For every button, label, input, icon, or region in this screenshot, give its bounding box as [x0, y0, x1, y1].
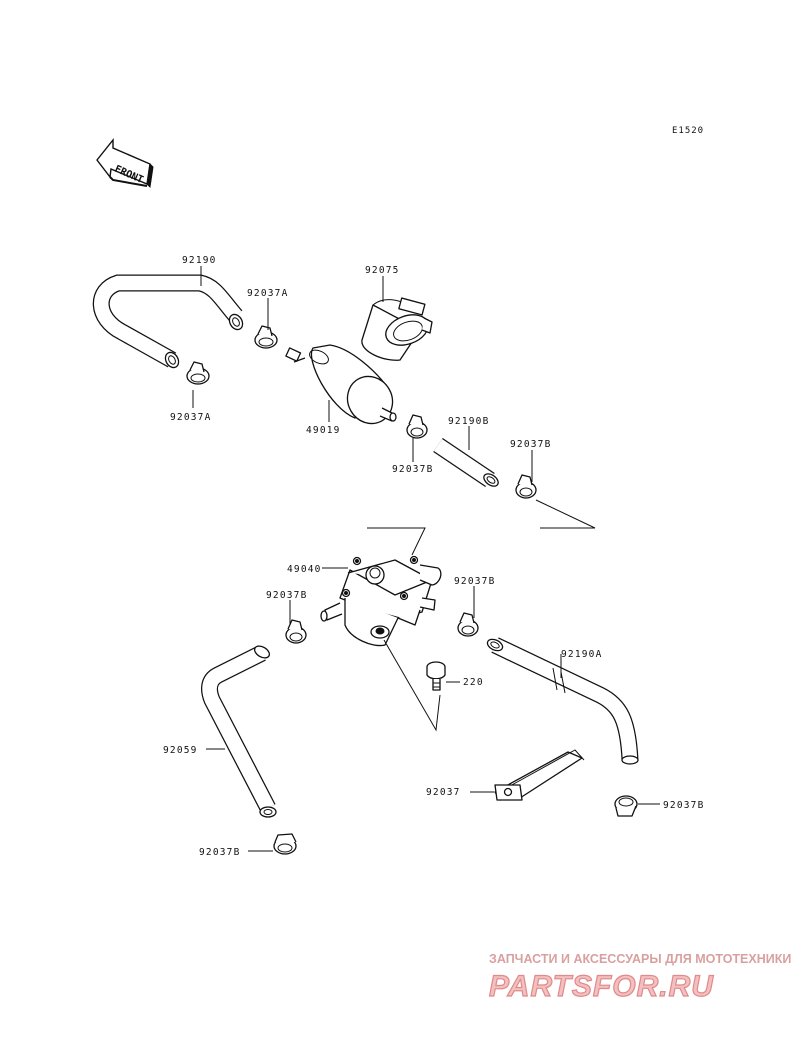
- clamp-b-center-icon: [406, 414, 428, 439]
- clamp-b-pump-left-icon: [285, 619, 307, 644]
- part-number: 92037: [426, 787, 461, 798]
- part-number: 220: [463, 677, 484, 688]
- part-number: 92190: [182, 255, 217, 266]
- clamp-b-bottom-left-icon: [273, 833, 297, 855]
- diagram-code: E1520: [672, 126, 704, 136]
- watermark-brand: PARTSFOR.RU: [489, 970, 714, 1003]
- leader-lines: [192, 266, 660, 852]
- part-number: 92037B: [454, 576, 496, 587]
- holder-icon: [361, 297, 433, 361]
- clamp-lower-a-icon: [186, 361, 210, 385]
- watermark: ЗАПЧАСТИ И АКСЕССУАРЫ ДЛЯ МОТОТЕХНИКИ PA…: [488, 952, 791, 1004]
- part-number: 92037A: [247, 288, 289, 299]
- clamp-b-bottom-right-icon: [614, 795, 638, 817]
- part-number: 49019: [306, 425, 341, 436]
- part-number: 92037B: [663, 800, 705, 811]
- fuel-filter-icon: [285, 344, 397, 425]
- part-number: 92190B: [448, 416, 490, 427]
- part-number: 92075: [365, 265, 400, 276]
- hose-right-icon: [486, 637, 639, 765]
- part-number: 92037B: [510, 439, 552, 450]
- part-number: 92037B: [199, 847, 241, 858]
- part-number: 92059: [163, 745, 198, 756]
- part-number: 49040: [287, 564, 322, 575]
- front-arrow-icon: FRONT: [96, 138, 154, 189]
- part-number: 92190A: [561, 649, 603, 660]
- fuel-pump-icon: [320, 555, 442, 647]
- hose-straight-icon: [433, 437, 499, 488]
- part-number: 92037B: [266, 590, 308, 601]
- clamp-b-pump-right-icon: [457, 612, 479, 637]
- clamp-upper-a-icon: [254, 325, 278, 349]
- watermark-tagline: ЗАПЧАСТИ И АКСЕССУАРЫ ДЛЯ МОТОТЕХНИКИ: [489, 952, 791, 966]
- part-number: 92037A: [170, 412, 212, 423]
- clamp-b-right-icon: [515, 474, 537, 499]
- strap-icon: [494, 749, 585, 801]
- hose-left-icon: [201, 645, 277, 818]
- part-labels: 92190 92037A 92037A 92075 49019 92190B 9…: [163, 255, 705, 858]
- hose-upper-bent: [92, 274, 244, 369]
- part-number: 92037B: [392, 464, 434, 475]
- bolt-icon: [426, 661, 446, 691]
